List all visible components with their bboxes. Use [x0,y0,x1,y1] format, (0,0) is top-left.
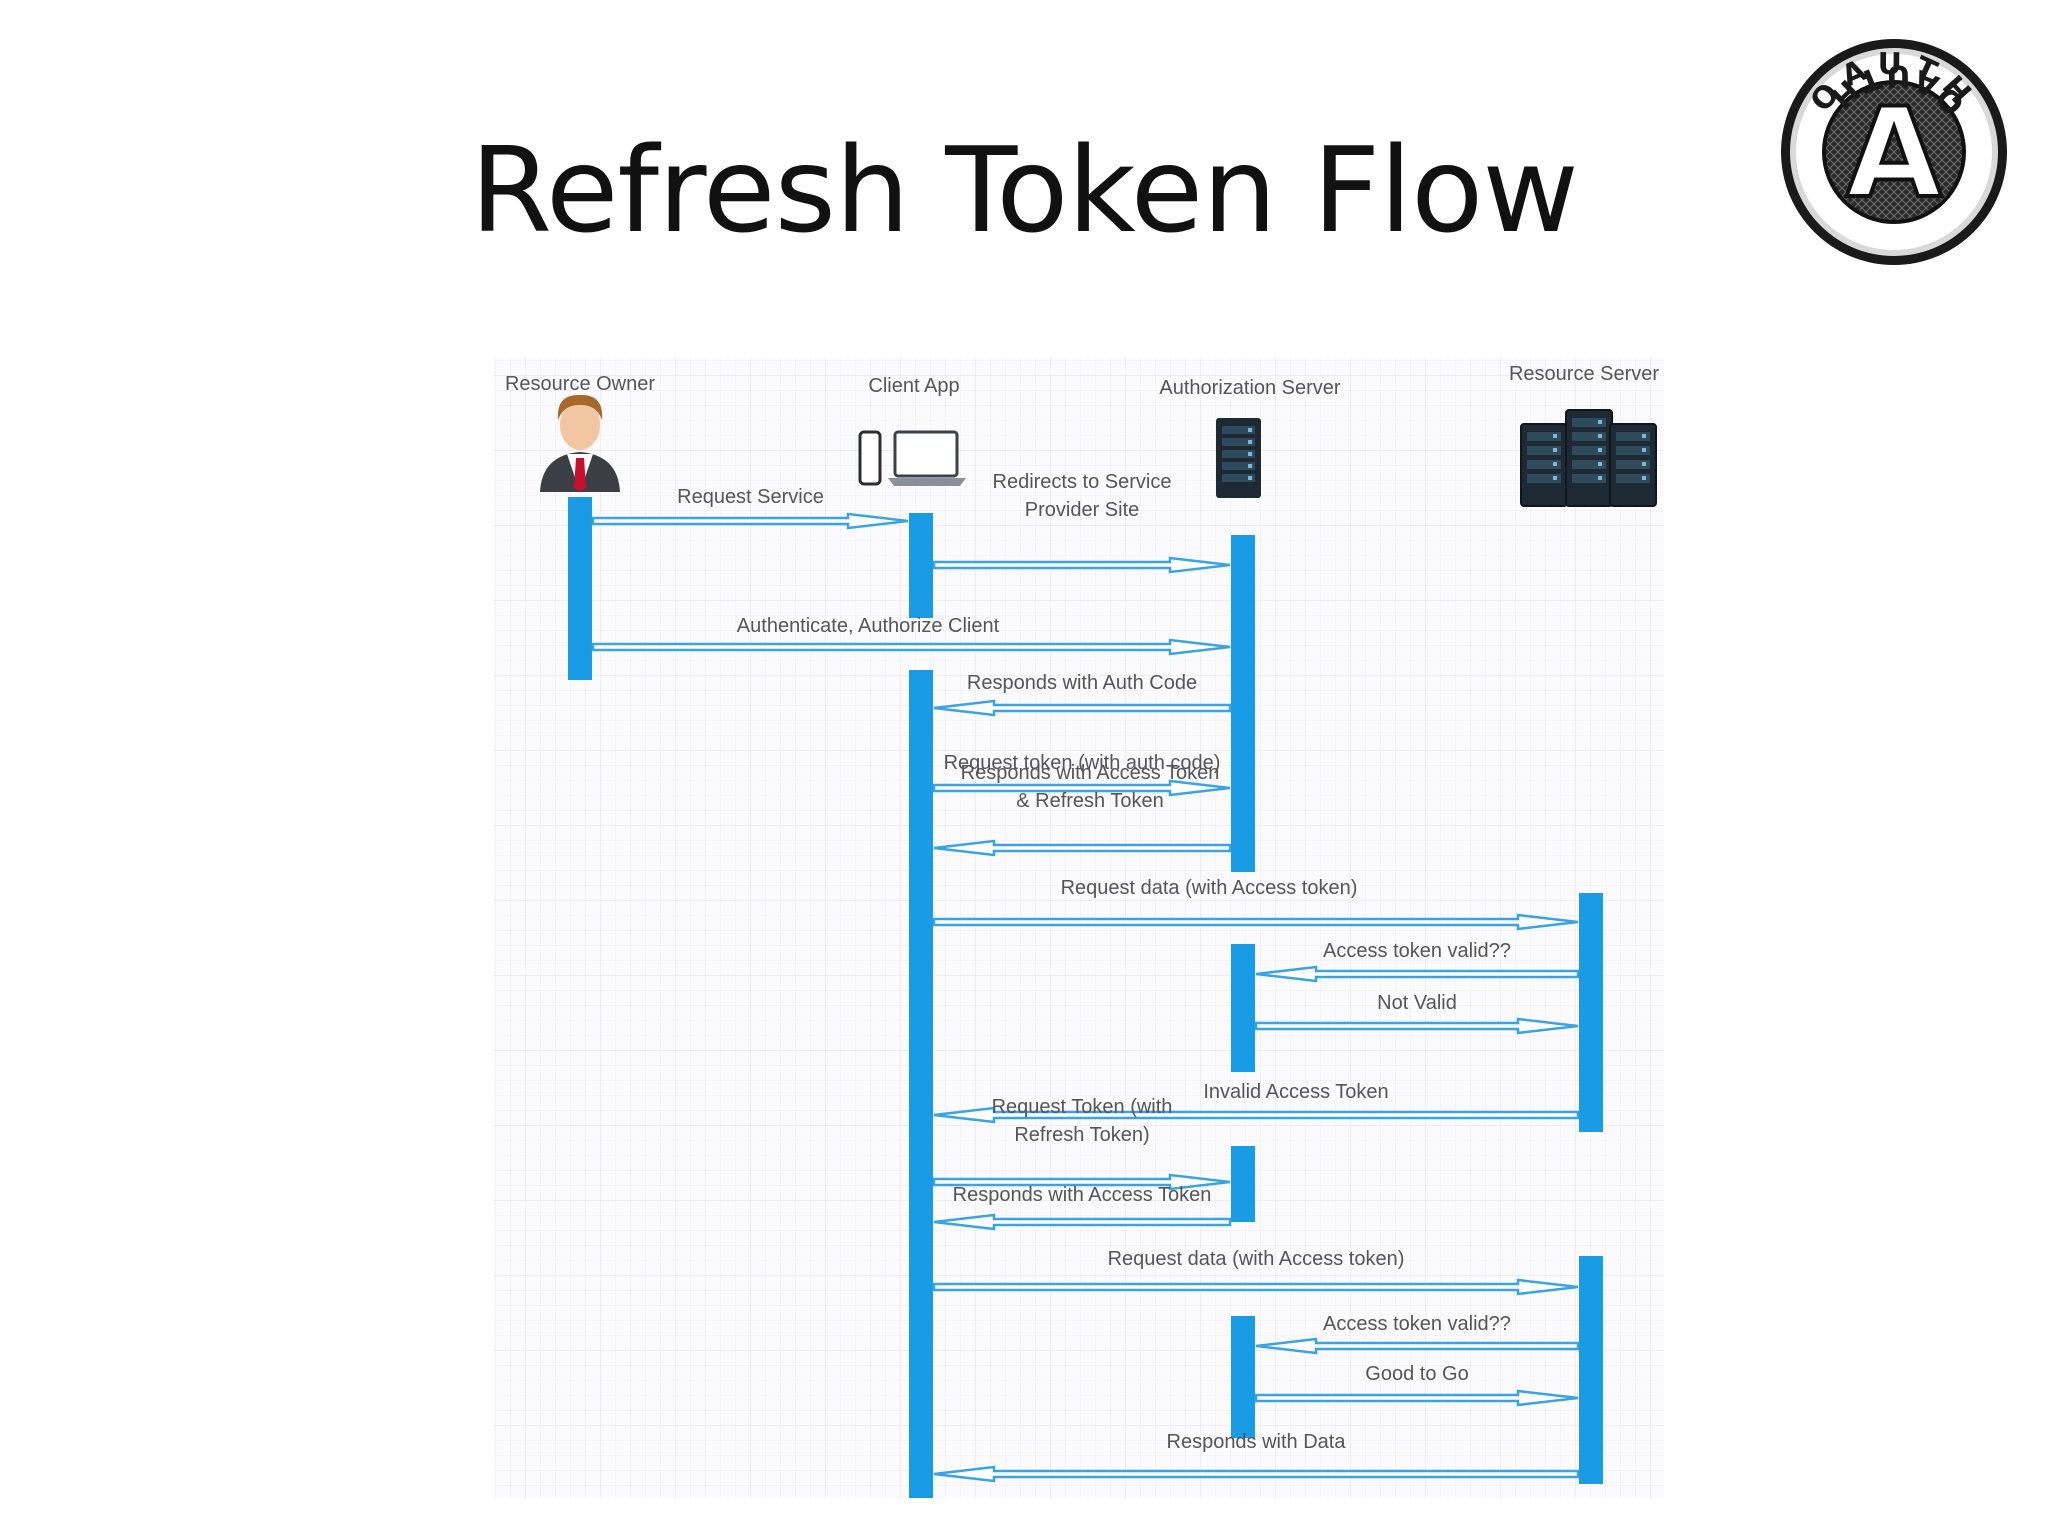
message-arrow [1254,1017,1579,1035]
participant-label-auth: Authorization Server [1159,377,1341,399]
message-arrow [933,699,1232,717]
message-label: Authenticate, Authorize Client [737,615,1000,637]
message-label: Access token valid?? [1323,1313,1511,1335]
server-icon [1216,418,1261,498]
message-label: Request Service [677,486,824,508]
message-arrow [933,1106,1580,1124]
message-arrow [933,839,1232,857]
message-arrow [932,1173,1231,1191]
message-label: Not Valid [1377,992,1457,1014]
message-arrow [1255,1337,1580,1355]
message-label: Request data (with Access token) [1061,877,1358,899]
message-arrow [933,1213,1232,1231]
message-label: Responds with Access Token& Refresh Toke… [961,762,1220,812]
message-arrow [1255,965,1580,983]
server-rack-icon [1520,409,1657,507]
message-label: Responds with Data [1167,1431,1347,1453]
message-label: Request data (with Access token) [1108,1248,1405,1270]
participant-label-resource: Resource Server [1509,363,1659,385]
message-label: Access token valid?? [1323,940,1511,962]
message-label: Responds with Auth Code [967,672,1197,694]
activation-bar-auth [1231,1146,1255,1222]
message-arrow [933,1465,1580,1483]
activation-bar-resource [1579,1256,1603,1484]
person-icon [540,394,620,492]
slide-title: Refresh Token Flow [470,121,1579,259]
oauth-logo: OAUTH OAUTH A [1781,39,2007,265]
activation-bar-auth [1231,944,1255,1072]
activation-bar-client [909,670,933,1498]
participant-label-owner: Resource Owner [505,373,655,395]
message-arrow [591,638,1231,656]
message-label: Request token (with auth code) [944,752,1221,774]
message-arrow [932,779,1231,797]
message-label: Responds with Access Token [953,1184,1212,1206]
activation-bar-owner [568,497,592,680]
devices-icon [858,430,966,486]
message-arrow [1254,1389,1579,1407]
logo-letter: A [1846,82,1942,226]
activation-bar-resource [1579,893,1603,1132]
activation-bar-auth [1231,1316,1255,1438]
message-arrow [932,913,1579,931]
message-label: Good to Go [1365,1363,1468,1385]
participant-label-client: Client App [868,375,959,397]
message-arrow [591,512,909,530]
message-label: Invalid Access Token [1203,1081,1388,1103]
message-arrow [932,556,1231,574]
activation-bar-client [909,513,933,618]
message-arrow [932,1278,1579,1296]
activation-bar-auth [1231,535,1255,872]
